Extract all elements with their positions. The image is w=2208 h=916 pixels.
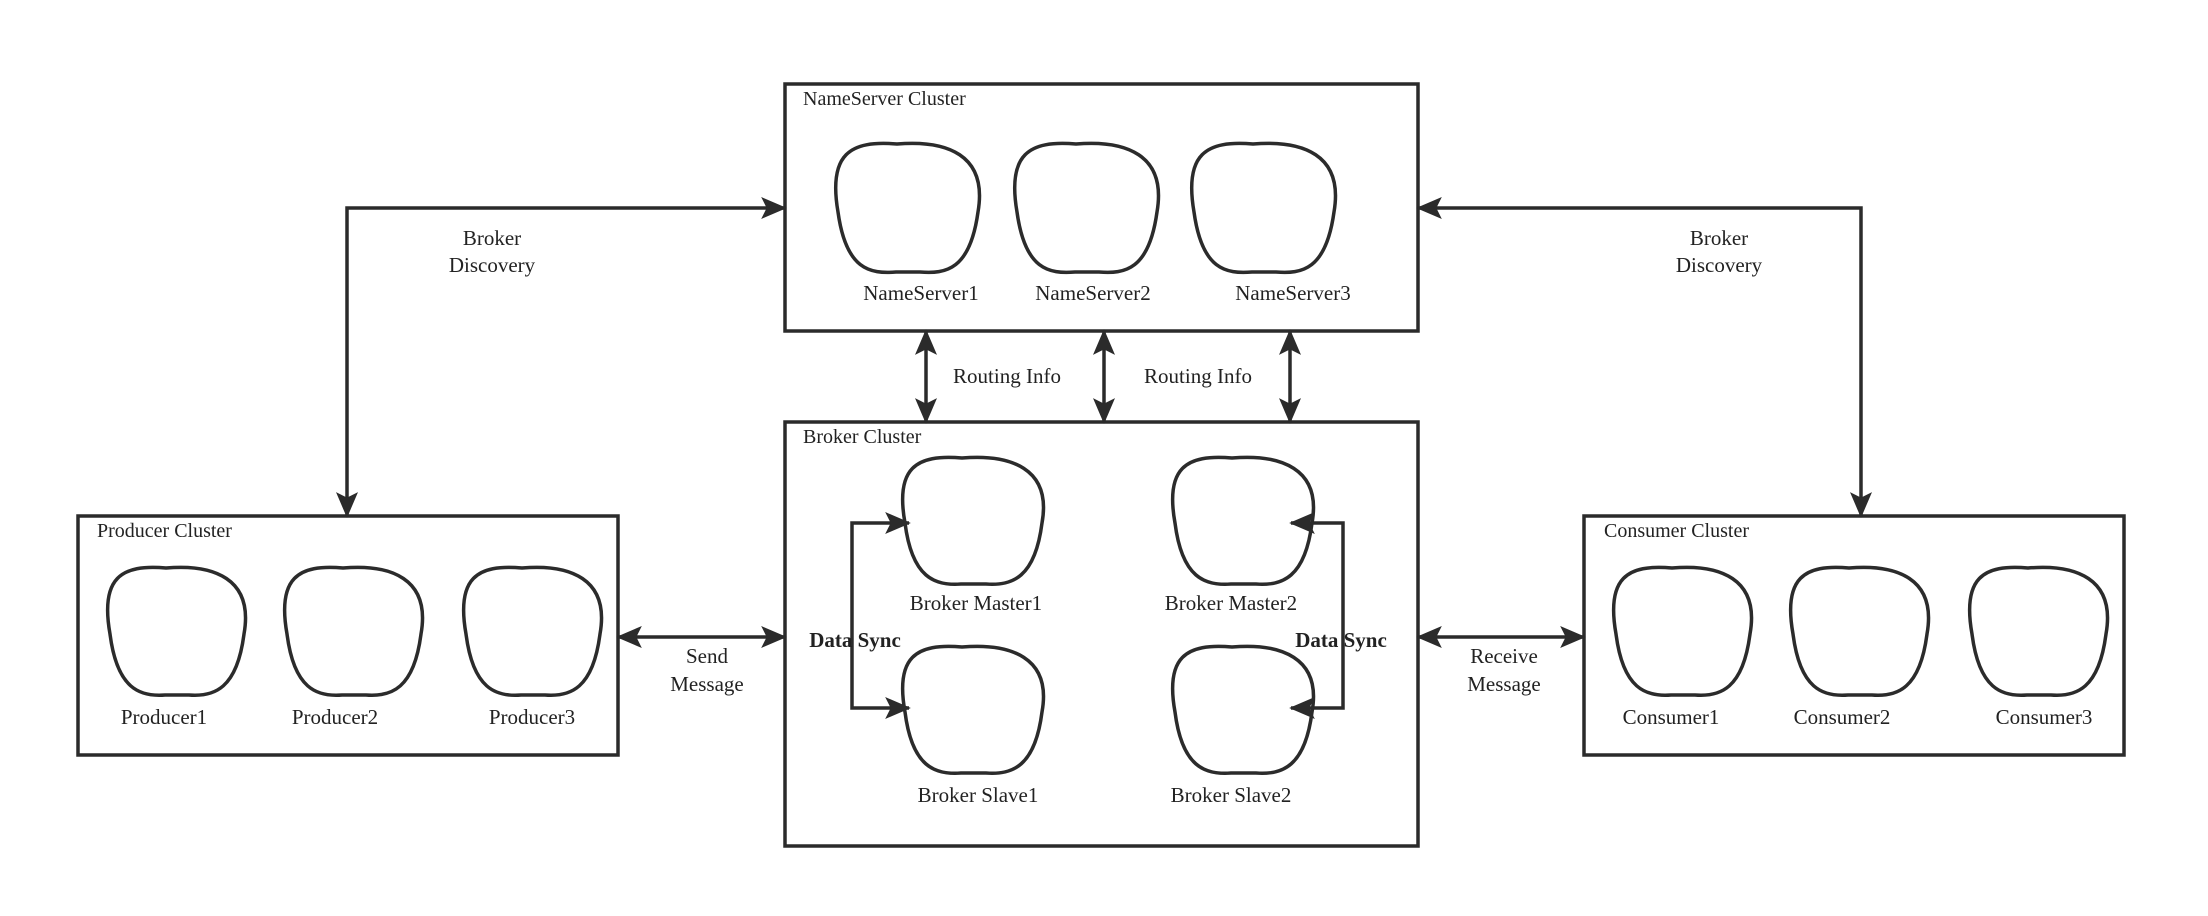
data-sync-right-label: Data Sync xyxy=(1295,628,1387,652)
data-sync-right-connector xyxy=(1289,512,1345,719)
broker-cluster-title: Broker Cluster xyxy=(803,426,922,448)
broker-cluster: Broker Cluster Broker Master1 Broker Mas… xyxy=(783,420,1420,848)
broker-slave-1: Broker Slave1 xyxy=(900,644,1046,807)
producer-node-3: Producer3 xyxy=(461,565,604,729)
broker-discovery-left-label-line2: Discovery xyxy=(449,253,536,277)
producer-cluster-title: Producer Cluster xyxy=(97,520,232,542)
producer-node-3-label: Producer3 xyxy=(489,705,575,729)
routing-info-label-2: Routing Info xyxy=(1144,364,1252,388)
producer-node-2: Producer2 xyxy=(282,565,425,729)
broker-master-2-label: Broker Master2 xyxy=(1165,591,1297,615)
consumer-cluster: Consumer Cluster Consumer1 Consumer2 Con… xyxy=(1582,514,2126,757)
nameserver-node-2: NameServer2 xyxy=(1012,141,1161,305)
consumer-node-3-shape xyxy=(1967,565,2110,698)
nameserver-node-1-shape xyxy=(833,141,982,275)
send-message-label-line2: Message xyxy=(670,672,743,696)
broker-slave-1-shape xyxy=(900,644,1046,776)
consumer-node-1-label: Consumer1 xyxy=(1623,705,1720,729)
consumer-node-2: Consumer2 xyxy=(1788,565,1931,729)
producer-node-1-label: Producer1 xyxy=(121,705,207,729)
producer-node-2-shape xyxy=(282,565,425,698)
consumer-node-3: Consumer3 xyxy=(1967,565,2110,729)
broker-discovery-left-connector xyxy=(336,197,787,518)
consumer-node-1-shape xyxy=(1611,565,1754,698)
broker-slave-1-label: Broker Slave1 xyxy=(918,783,1039,807)
producer-node-3-shape xyxy=(461,565,604,698)
producer-node-2-label: Producer2 xyxy=(292,705,378,729)
producer-node-1-shape xyxy=(105,565,248,698)
nameserver-node-3: NameServer3 xyxy=(1189,141,1351,305)
broker-master-2-shape xyxy=(1170,455,1316,587)
nameserver-node-3-label: NameServer3 xyxy=(1235,281,1350,305)
nameserver-node-2-label: NameServer2 xyxy=(1035,281,1150,305)
nameserver-node-2-shape xyxy=(1012,141,1161,275)
broker-master-1: Broker Master1 xyxy=(900,455,1046,615)
broker-master-2: Broker Master2 xyxy=(1165,455,1316,615)
receive-message-label-line2: Message xyxy=(1467,672,1540,696)
broker-slave-2-label: Broker Slave2 xyxy=(1171,783,1292,807)
consumer-node-3-label: Consumer3 xyxy=(1996,705,2093,729)
consumer-node-2-shape xyxy=(1788,565,1931,698)
consumer-node-1: Consumer1 xyxy=(1611,565,1754,729)
broker-discovery-right-label-line1: Broker xyxy=(1690,226,1748,250)
broker-discovery-right-connector xyxy=(1416,197,1872,518)
receive-message-label-line1: Receive xyxy=(1470,644,1538,668)
send-message-label-line1: Send xyxy=(686,644,729,668)
consumer-cluster-title: Consumer Cluster xyxy=(1604,520,1749,542)
broker-discovery-left-label-line1: Broker xyxy=(463,226,521,250)
nameserver-cluster: NameServer Cluster NameServer1 NameServe… xyxy=(783,82,1420,333)
broker-discovery-right-label-line2: Discovery xyxy=(1676,253,1763,277)
producer-cluster: Producer Cluster Producer1 Producer2 Pro… xyxy=(76,514,620,757)
data-sync-left-connector xyxy=(850,512,911,719)
broker-master-1-label: Broker Master1 xyxy=(910,591,1042,615)
nameserver-node-1: NameServer1 xyxy=(833,141,982,305)
producer-node-1: Producer1 xyxy=(105,565,248,729)
nameserver-cluster-title: NameServer Cluster xyxy=(803,88,966,110)
consumer-node-2-label: Consumer2 xyxy=(1794,705,1891,729)
nameserver-node-3-shape xyxy=(1189,141,1338,275)
nameserver-node-1-label: NameServer1 xyxy=(863,281,978,305)
routing-info-label-1: Routing Info xyxy=(953,364,1061,388)
broker-slave-2-shape xyxy=(1170,644,1316,776)
data-sync-left-label: Data Sync xyxy=(809,628,901,652)
broker-master-1-shape xyxy=(900,455,1046,587)
